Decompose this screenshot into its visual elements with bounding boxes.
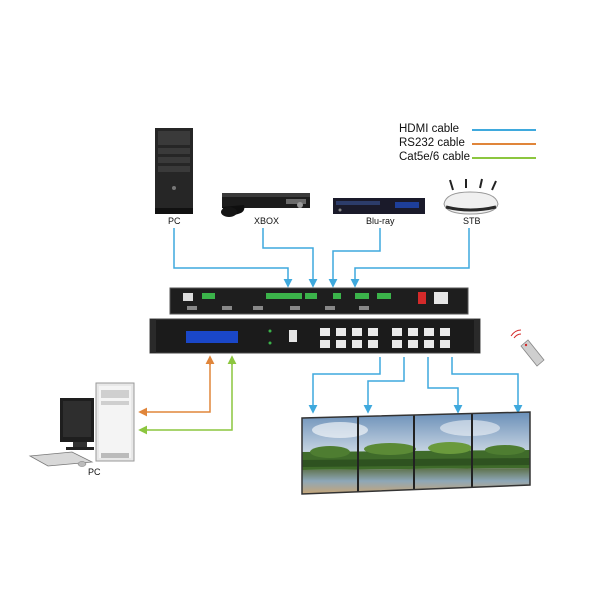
lcd-screen bbox=[186, 331, 238, 343]
video-wall bbox=[301, 411, 531, 495]
hdmi-output-wires bbox=[308, 357, 523, 414]
legend bbox=[472, 129, 536, 159]
source-label-xbox: XBOX bbox=[254, 216, 280, 226]
legend-label-hdmi: HDMI cable bbox=[399, 123, 460, 135]
cat-wire bbox=[138, 357, 233, 435]
desktop-pc-icon bbox=[28, 382, 135, 467]
legend-label-rs232: RS232 cable bbox=[399, 137, 465, 149]
matrix-rear-panel bbox=[169, 287, 469, 315]
remote-control-icon bbox=[510, 329, 545, 367]
rs232-wire bbox=[138, 357, 211, 417]
pc-tower-icon bbox=[155, 128, 193, 214]
matrix-front-panel bbox=[149, 318, 481, 354]
bluray-player-icon bbox=[333, 198, 425, 214]
game-console-icon bbox=[221, 193, 310, 217]
legend-label-cat: Cat5e/6 cable bbox=[399, 151, 470, 163]
controller-label-pc: PC bbox=[88, 467, 101, 477]
hdmi-input-wires bbox=[173, 228, 470, 288]
source-label-pc: PC bbox=[168, 216, 181, 226]
source-label-bluray: Blu-ray bbox=[366, 216, 395, 226]
source-label-stb: STB bbox=[463, 216, 481, 226]
router-stb-icon bbox=[443, 178, 499, 215]
